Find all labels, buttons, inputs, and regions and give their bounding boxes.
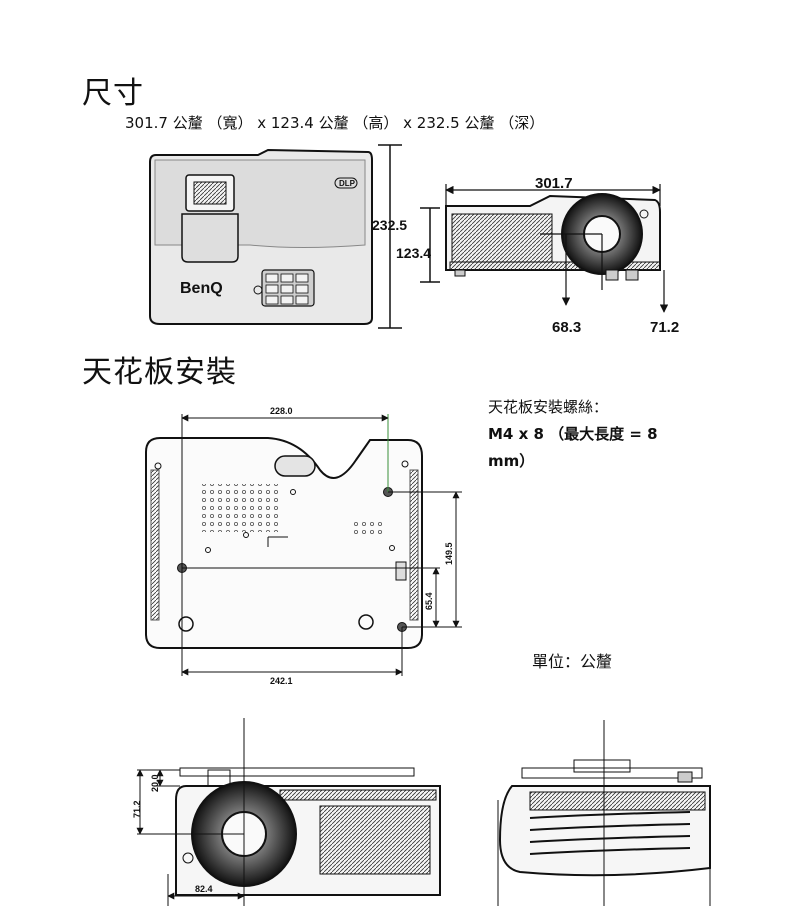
screw-note-title: 天花板安裝螺絲： (488, 398, 609, 416)
projector-bottom-view (145, 437, 423, 649)
dim-right-small: 65.4 (424, 592, 434, 610)
dim-depth: 232.5 (372, 217, 407, 233)
depth-height-dimension (378, 144, 440, 329)
dim-bottom-width: 242.1 (270, 676, 293, 686)
projector-front-mount-view (175, 767, 441, 896)
dim-height: 123.4 (396, 245, 431, 261)
dim-lens-offset: 68.3 (552, 319, 581, 336)
dlp-logo: DLP (339, 179, 356, 188)
projector-front-view (445, 193, 661, 281)
dim-left-inner: 20.0 (150, 774, 160, 792)
brand-logo: BenQ (180, 280, 223, 297)
projector-top-view: DLP BenQ (149, 148, 373, 325)
section-title-ceiling-mount: 天花板安裝 (82, 355, 237, 390)
projector-side-mount-view (497, 759, 711, 906)
unit-label: 單位：公釐 (532, 652, 613, 671)
dim-left-outer: 71.2 (132, 800, 142, 818)
screw-note-spec: M4 x 8 （最大長度 = 8 (488, 425, 658, 443)
dimensions-summary: 301.7 公釐 （寬） x 123.4 公釐 （高） x 232.5 公釐 （… (125, 114, 545, 132)
dim-foot-offset: 71.2 (650, 319, 679, 336)
dim-right-height: 149.5 (444, 542, 454, 565)
dim-top-width: 228.0 (270, 406, 293, 416)
screw-note-unit: mm） (488, 452, 535, 470)
section-title-dimensions: 尺寸 (82, 76, 144, 111)
dim-bottom-section3: 82.4 (195, 884, 213, 894)
dim-width: 301.7 (535, 175, 573, 192)
screw-note: 天花板安裝螺絲： M4 x 8 （最大長度 = 8 mm） (488, 394, 688, 475)
